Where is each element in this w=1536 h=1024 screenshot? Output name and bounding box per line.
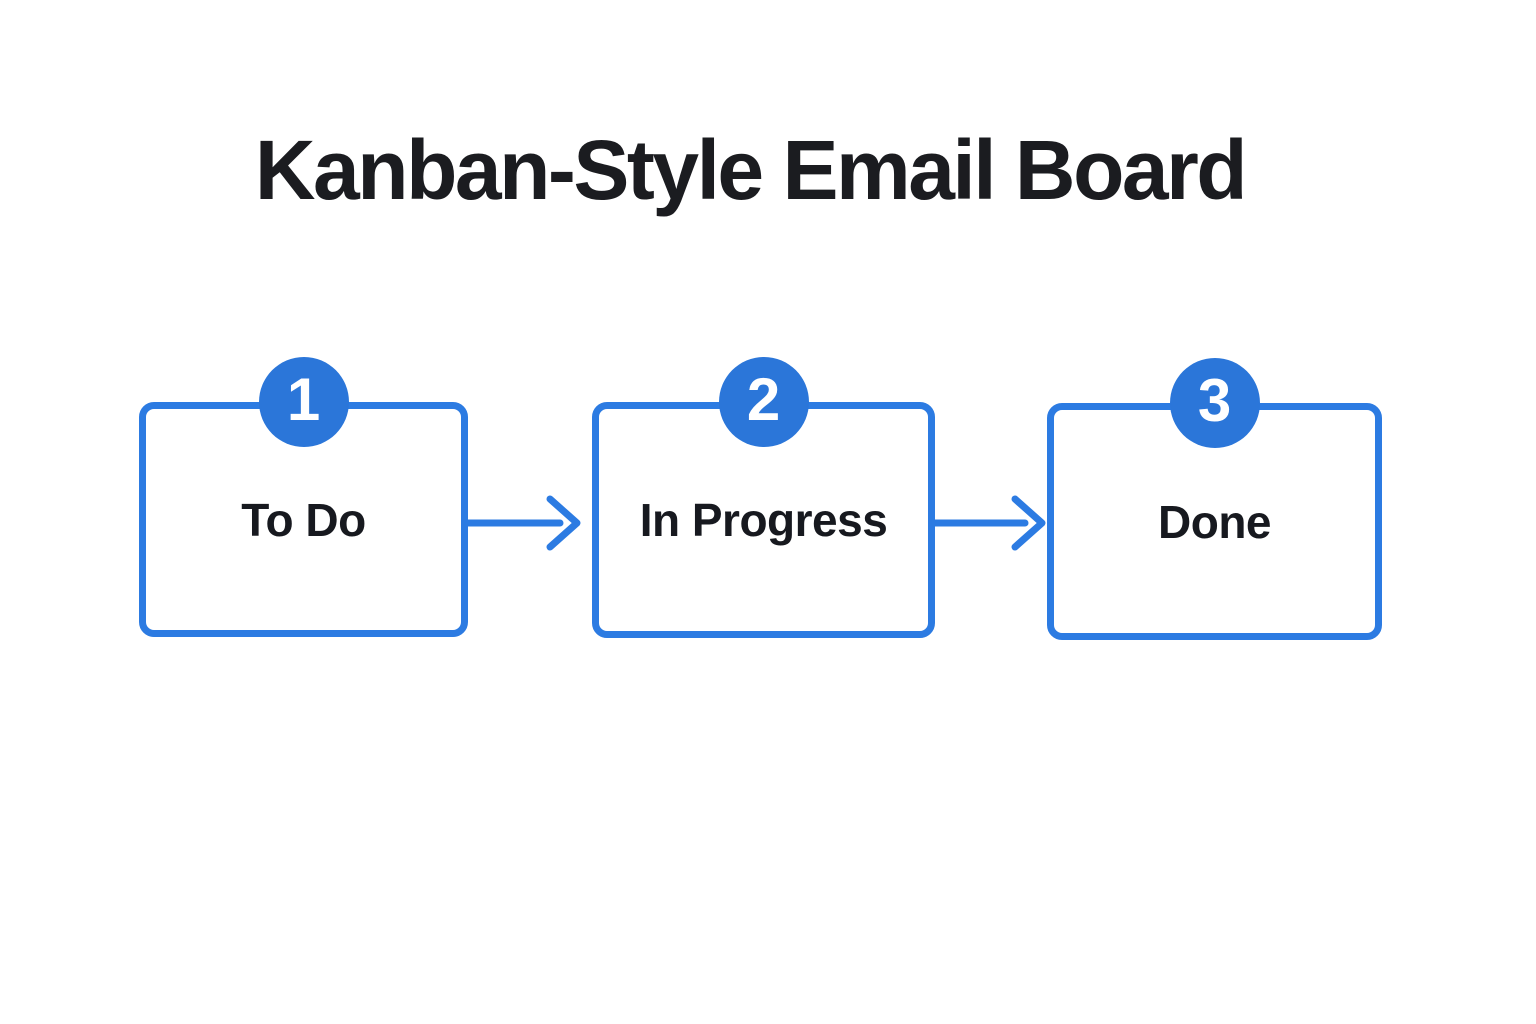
step-box-done: 3 Done [1047,358,1382,640]
step-number-badge: 2 [718,357,809,447]
arrow-right-icon [930,495,1046,551]
step-number-badge: 1 [258,357,349,447]
step-label: To Do [241,493,366,546]
step-label: Done [1158,495,1272,548]
diagram-title: Kanban-Style Email Board [254,123,1248,217]
step-label: In Progress [639,494,888,546]
step-number: 3 [1197,367,1232,434]
step-box-to-do: 1 To Do [139,357,468,637]
step-box-in-progress: 2 In Progress [592,357,935,638]
step-number-badge: 3 [1169,358,1260,448]
step-number: 1 [286,366,321,433]
arrow-right-icon [465,495,581,551]
step-number: 2 [746,366,781,433]
